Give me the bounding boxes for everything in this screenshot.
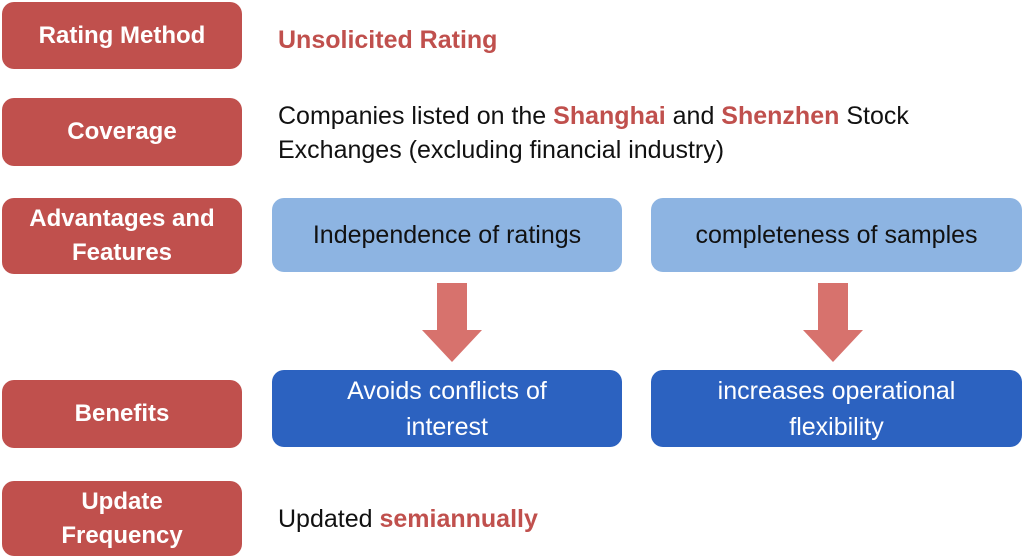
rating-method-value: Unsolicited Rating — [278, 26, 498, 54]
benefit-line: increases operational — [717, 376, 956, 405]
label-line: Advantages and — [29, 205, 215, 232]
coverage-text: Stock — [839, 102, 909, 130]
label-line: Features — [71, 239, 173, 266]
advantage-independence: Independence of ratings — [272, 198, 622, 272]
arrow-down-icon — [803, 283, 863, 362]
benefit-line: Avoids conflicts of — [347, 376, 547, 405]
coverage-text: Exchanges (excluding financial industry) — [278, 136, 725, 164]
advantage-completeness: completeness of samples — [651, 198, 1022, 272]
label-coverage: Coverage — [2, 98, 242, 166]
shenzhen: Shenzhen — [721, 102, 840, 130]
label-rating-method: Rating Method — [2, 2, 242, 69]
semiannually: semiannually — [379, 505, 538, 533]
coverage-value: Companies listed on the Shanghai and She… — [278, 99, 909, 167]
label-line: Update — [81, 487, 163, 515]
arrow-down-icon — [422, 283, 482, 362]
coverage-text: and — [665, 102, 722, 130]
coverage-text: Companies listed on the — [278, 102, 554, 130]
benefit-flexibility: increases operational flexibility — [651, 370, 1022, 447]
label-update-frequency: Update Frequency — [2, 481, 242, 556]
benefit-line: flexibility — [789, 412, 884, 441]
benefit-line: interest — [406, 412, 488, 441]
update-text: Updated — [278, 505, 380, 533]
benefit-conflicts: Avoids conflicts of interest — [272, 370, 622, 447]
label-advantages: Advantages and Features — [2, 198, 242, 274]
label-benefits: Benefits — [2, 380, 242, 448]
shanghai: Shanghai — [553, 102, 666, 130]
update-value: Updated semiannually — [278, 502, 538, 536]
label-line: Frequency — [61, 521, 183, 549]
